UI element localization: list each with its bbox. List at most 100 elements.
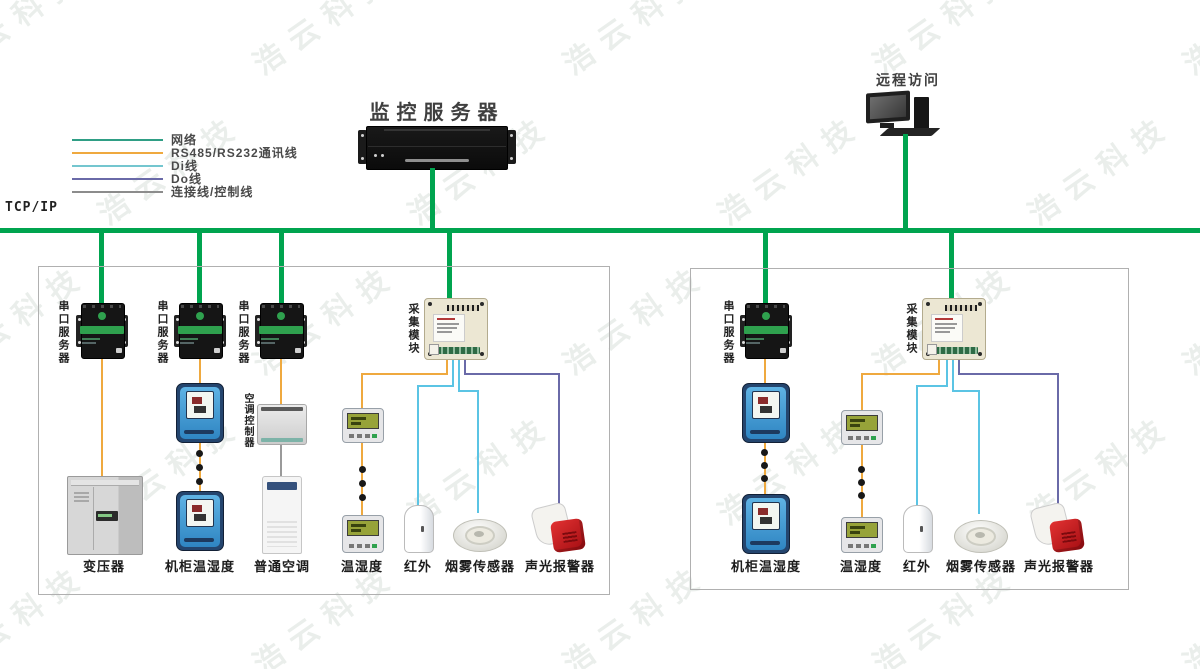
wire-di — [952, 358, 954, 390]
temp-humidity-panel-device — [841, 410, 883, 445]
cable-node-dot — [761, 449, 768, 456]
serial-server-device — [174, 303, 226, 359]
serial-server-label: 串口服务器 — [57, 300, 69, 365]
wire-rs485 — [101, 357, 103, 476]
wire-di — [417, 387, 419, 505]
legend-row-control: 连接线/控制线 — [72, 185, 298, 199]
wire-rs485 — [361, 441, 363, 515]
wire-di — [477, 392, 479, 513]
remote-access-label: 远程访问 — [876, 72, 940, 88]
ac-controller-device — [257, 404, 307, 445]
legend-line-do — [72, 177, 163, 180]
device-label: 机柜温湿度 — [164, 559, 236, 574]
wire-di — [458, 358, 460, 390]
legend-row-di: Di线 — [72, 159, 298, 173]
collector-label: 采集模块 — [905, 303, 917, 355]
cabinet-temp-humidity-device — [176, 383, 224, 443]
cable-node-dot — [359, 494, 366, 501]
legend-label: Do线 — [171, 172, 202, 186]
cable-node-dot — [196, 450, 203, 457]
legend-line-network — [72, 138, 163, 141]
wire-rs485 — [938, 358, 940, 374]
wire-di — [452, 358, 454, 385]
rack-seam — [368, 146, 506, 147]
remote-access-computer — [864, 90, 948, 138]
smoke-sensor-device — [453, 513, 507, 552]
cable-node-dot — [196, 478, 203, 485]
device-label: 变压器 — [82, 559, 126, 574]
wire-di — [417, 385, 454, 387]
device-label: 烟雾传感器 — [945, 559, 1017, 574]
ac-controller-label: 空调控制器 — [242, 393, 253, 448]
server-title: 监控服务器 — [369, 102, 505, 124]
wire-network-drop — [949, 233, 954, 298]
wire-rs485 — [361, 373, 448, 375]
legend-line-control — [72, 190, 163, 193]
zone-box-right — [690, 268, 1129, 590]
zone-box-left — [38, 266, 610, 595]
monitoring-server-device — [358, 126, 516, 170]
rack-ear — [358, 130, 367, 164]
device-label: 温湿度 — [340, 559, 384, 574]
wire-do — [958, 358, 960, 373]
serial-server-device — [255, 303, 307, 359]
legend-row-rs485: RS485/RS232通讯线 — [72, 146, 298, 160]
cable-node-dot — [761, 462, 768, 469]
cabinet-temp-humidity-device — [742, 383, 790, 443]
wire-network-drop — [197, 233, 202, 303]
wire-rs485 — [764, 357, 766, 383]
legend-line-di — [72, 164, 163, 167]
legend: 网络 RS485/RS232通讯线 Di线 Do线 连接线/控制线 — [72, 133, 298, 199]
wire-di — [952, 390, 980, 392]
wire-di — [916, 387, 918, 505]
legend-label: 网络 — [171, 133, 198, 147]
device-label: 机柜温湿度 — [730, 559, 802, 574]
wire-do — [958, 373, 1059, 375]
legend-row-do: Do线 — [72, 172, 298, 186]
legend-label: Di线 — [171, 159, 199, 173]
pc-tower-icon — [914, 97, 929, 129]
monitor-stand — [880, 123, 894, 128]
wire-do — [1057, 375, 1059, 505]
serial-server-label: 串口服务器 — [156, 300, 168, 365]
wire-rs485 — [861, 373, 940, 375]
serial-server-device — [740, 303, 792, 359]
infrared-sensor-device — [404, 505, 434, 553]
tcp-ip-label: TCP/IP — [5, 200, 58, 215]
temp-humidity-panel-device — [342, 515, 384, 553]
wire-di — [916, 385, 948, 387]
collector-label: 采集模块 — [407, 303, 419, 355]
cable-node-dot — [858, 466, 865, 473]
wire-control — [280, 443, 282, 476]
transformer-device — [67, 476, 143, 555]
sound-light-alarm-device — [1028, 501, 1086, 554]
air-conditioner-device — [262, 476, 302, 554]
device-label: 烟雾传感器 — [444, 559, 516, 574]
rack-highlight — [384, 129, 490, 131]
wire-di — [458, 390, 479, 392]
keyboard-icon — [879, 128, 941, 136]
device-label: 声光报警器 — [1023, 559, 1095, 574]
device-label: 温湿度 — [839, 559, 883, 574]
monitor-screen — [870, 94, 906, 120]
temp-humidity-panel-device — [342, 408, 384, 443]
wire-di — [978, 392, 980, 514]
wire-network-drop — [279, 233, 284, 303]
infrared-sensor-device — [903, 505, 933, 553]
wire-network-server-drop — [430, 168, 435, 228]
wire-do — [464, 373, 560, 375]
cable-node-dot — [359, 466, 366, 473]
collector-module-device — [424, 298, 488, 360]
rack-ear — [507, 130, 516, 164]
wire-do — [558, 375, 560, 505]
cable-node-dot — [858, 492, 865, 499]
rack-led — [374, 154, 377, 157]
wire-network-trunk — [0, 228, 1200, 233]
cabinet-temp-humidity-device — [742, 494, 790, 554]
legend-label: 连接线/控制线 — [171, 185, 254, 199]
cabinet-temp-humidity-device — [176, 491, 224, 551]
wire-rs485 — [361, 375, 363, 408]
cable-node-dot — [196, 464, 203, 471]
rack-slot — [405, 159, 469, 162]
